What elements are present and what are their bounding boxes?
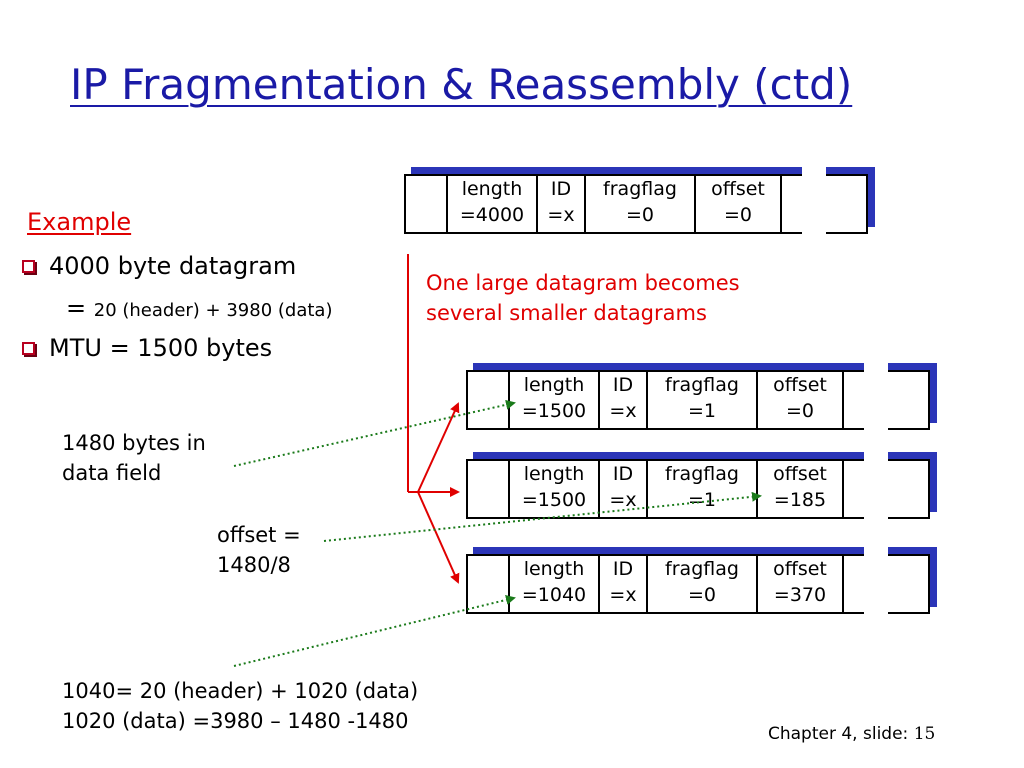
length-field: length=1040 — [510, 556, 600, 612]
split-note: One large datagram becomes several small… — [426, 268, 740, 328]
fragment-1-datagram: length=1500 ID=x fragflag=1 offset=0 — [466, 363, 937, 433]
equals-sign: = — [66, 294, 87, 322]
fragflag-field: fragflag=0 — [648, 556, 758, 612]
header-pad-cell — [406, 176, 448, 232]
datagram-frame: length=4000 ID=x fragflag=0 offset=0 — [404, 167, 868, 237]
fragment-2-datagram: length=1500 ID=x fragflag=1 offset=185 — [466, 452, 937, 522]
fragment-3-datagram: length=1040 ID=x fragflag=0 offset=370 — [466, 547, 937, 617]
offset-field: offset=0 — [696, 176, 782, 232]
offset-field: offset=185 — [758, 461, 844, 517]
bullet-text: MTU = 1500 bytes — [49, 334, 273, 362]
last-fragment-note-line: 1040= 20 (header) + 1020 (data) — [62, 679, 419, 703]
last-fragment-note: 1040= 20 (header) + 1020 (data) 1020 (da… — [62, 676, 418, 736]
offset-note-line: 1480/8 — [217, 553, 291, 577]
slide-footer: Chapter 4, slide: 15 — [768, 724, 935, 744]
length-field: length=4000 — [448, 176, 538, 232]
field-gap — [864, 547, 888, 617]
bullet-datagram-size: 4000 byte datagram — [22, 252, 296, 281]
data-field-note: 1480 bytes in data field — [62, 428, 206, 488]
field-gap — [802, 167, 826, 237]
length-field: length=1500 — [510, 372, 600, 428]
last-fragment-note-line: 1020 (data) =3980 – 1480 -1480 — [62, 709, 409, 733]
datagram-composition: = 20 (header) + 3980 (data) — [66, 294, 332, 323]
header-pad-cell — [468, 556, 510, 612]
split-arrow-fragment-3 — [417, 491, 460, 584]
fragflag-field: fragflag=1 — [648, 461, 758, 517]
square-bullet-icon — [22, 260, 35, 273]
payload-cell — [888, 461, 928, 517]
offset-field: offset=0 — [758, 372, 844, 428]
footer-label: Chapter 4, slide: — [768, 724, 909, 744]
payload-cell — [888, 372, 928, 428]
field-gap — [864, 452, 888, 522]
payload-cell — [888, 556, 928, 612]
id-field: ID=x — [538, 176, 586, 232]
slide-title: IP Fragmentation & Reassembly (ctd) — [70, 60, 853, 109]
header-pad-cell — [468, 372, 510, 428]
field-gap — [864, 363, 888, 433]
split-arrow-fragment-1 — [417, 402, 460, 493]
split-note-line: One large datagram becomes — [426, 271, 740, 295]
id-field: ID=x — [600, 372, 648, 428]
length-field: length=1500 — [510, 461, 600, 517]
fragflag-field: fragflag=0 — [586, 176, 696, 232]
split-note-line: several smaller datagrams — [426, 301, 707, 325]
datagram-frame: length=1500 ID=x fragflag=1 offset=0 — [466, 363, 930, 433]
bullet-text: 4000 byte datagram — [49, 252, 297, 280]
example-heading: Example — [27, 208, 132, 236]
bullet-mtu: MTU = 1500 bytes — [22, 334, 272, 363]
square-bullet-icon — [22, 342, 35, 355]
slide-number: 15 — [913, 724, 936, 744]
original-datagram: length=4000 ID=x fragflag=0 offset=0 — [404, 167, 875, 237]
data-field-note-line: 1480 bytes in — [62, 431, 206, 455]
data-field-note-line: data field — [62, 461, 162, 485]
offset-note-line: offset = — [217, 523, 301, 547]
offset-field: offset=370 — [758, 556, 844, 612]
payload-cell — [826, 176, 866, 232]
header-pad-cell — [468, 461, 510, 517]
id-field: ID=x — [600, 556, 648, 612]
offset-note: offset = 1480/8 — [217, 520, 301, 580]
datagram-frame: length=1500 ID=x fragflag=1 offset=185 — [466, 452, 930, 522]
composition-detail: 20 (header) + 3980 (data) — [93, 300, 333, 321]
id-field: ID=x — [600, 461, 648, 517]
fragflag-field: fragflag=1 — [648, 372, 758, 428]
datagram-frame: length=1040 ID=x fragflag=0 offset=370 — [466, 547, 930, 617]
